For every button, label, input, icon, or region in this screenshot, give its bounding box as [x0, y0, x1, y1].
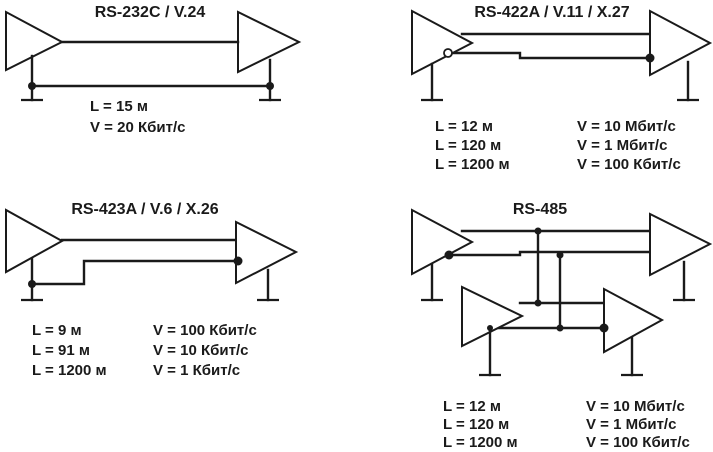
rs485-junction-dot	[534, 299, 542, 307]
rs485-transceiver-1	[411, 208, 475, 276]
rs485-junction-dot	[556, 324, 564, 332]
rs423-return-line	[30, 256, 240, 286]
rs232-panel: RS-232C / V.24 L = 15 м V = 20 Кбит/с	[5, 4, 302, 136]
rs485-junction-dot	[534, 227, 542, 235]
rs422-speed: V = 10 Мбит/с	[577, 118, 676, 135]
rs485-transceiver-2	[649, 212, 713, 277]
rs232-title: RS-232C / V.24	[95, 4, 206, 21]
rs422-speed: V = 1 Мбит/с	[577, 137, 667, 154]
rs422-signal-line-b	[450, 51, 652, 60]
rs423-length: L = 91 м	[32, 342, 90, 359]
rs423-receiver	[235, 220, 299, 285]
rs422-transmitter	[411, 9, 475, 76]
rs422-length: L = 12 м	[435, 118, 493, 135]
rs423-length: L = 9 м	[32, 322, 82, 339]
rs423-speed: V = 10 Кбит/с	[153, 342, 248, 359]
rs485-bus-line-b	[447, 250, 652, 257]
rs423-title: RS-423A / V.6 / X.26	[71, 201, 218, 218]
rs485-speed: V = 1 Мбит/с	[586, 416, 676, 433]
rs423-transmitter	[5, 208, 65, 274]
rs423-panel: RS-423A / V.6 / X.26 L = 9 м V = 100 Кби…	[5, 201, 299, 379]
rs485-length: L = 120 м	[443, 416, 509, 433]
rs422-panel: RS-422A / V.11 / X.27 L = 12 м V = 10 Мб…	[411, 4, 713, 173]
rs422-junction-dot	[645, 53, 655, 63]
rs485-transceiver-4	[603, 287, 665, 354]
rs422-length: L = 1200 м	[435, 156, 510, 173]
rs422-speed: V = 100 Кбит/с	[577, 156, 681, 173]
rs422-inverted-output	[443, 48, 453, 58]
rs232-transmitter	[5, 10, 65, 72]
rs485-junction-dot	[556, 251, 564, 259]
rs422-title: RS-422A / V.11 / X.27	[474, 4, 629, 21]
rs485-panel: RS-485 L = 12 м V = 10 Мбит/с L = 120 м	[411, 201, 713, 451]
rs485-junction-dot	[599, 323, 609, 333]
rs422-length: L = 120 м	[435, 137, 501, 154]
rs485-length: L = 1200 м	[443, 434, 518, 451]
rs423-junction-dot	[233, 256, 243, 266]
rs422-receiver	[649, 9, 713, 77]
rs485-transceiver-3	[461, 285, 525, 348]
rs423-speed: V = 1 Кбит/с	[153, 362, 240, 379]
rs485-speed: V = 10 Мбит/с	[586, 398, 685, 415]
rs423-length: L = 1200 м	[32, 362, 107, 379]
rs232-receiver	[237, 10, 302, 74]
rs485-junction-dot	[444, 250, 454, 260]
rs232-length: L = 15 м	[90, 98, 148, 115]
rs232-speed: V = 20 Кбит/с	[90, 119, 185, 136]
rs423-speed: V = 100 Кбит/с	[153, 322, 257, 339]
rs485-length: L = 12 м	[443, 398, 501, 415]
rs485-speed: V = 100 Кбит/с	[586, 434, 690, 451]
rs485-title: RS-485	[513, 201, 567, 218]
